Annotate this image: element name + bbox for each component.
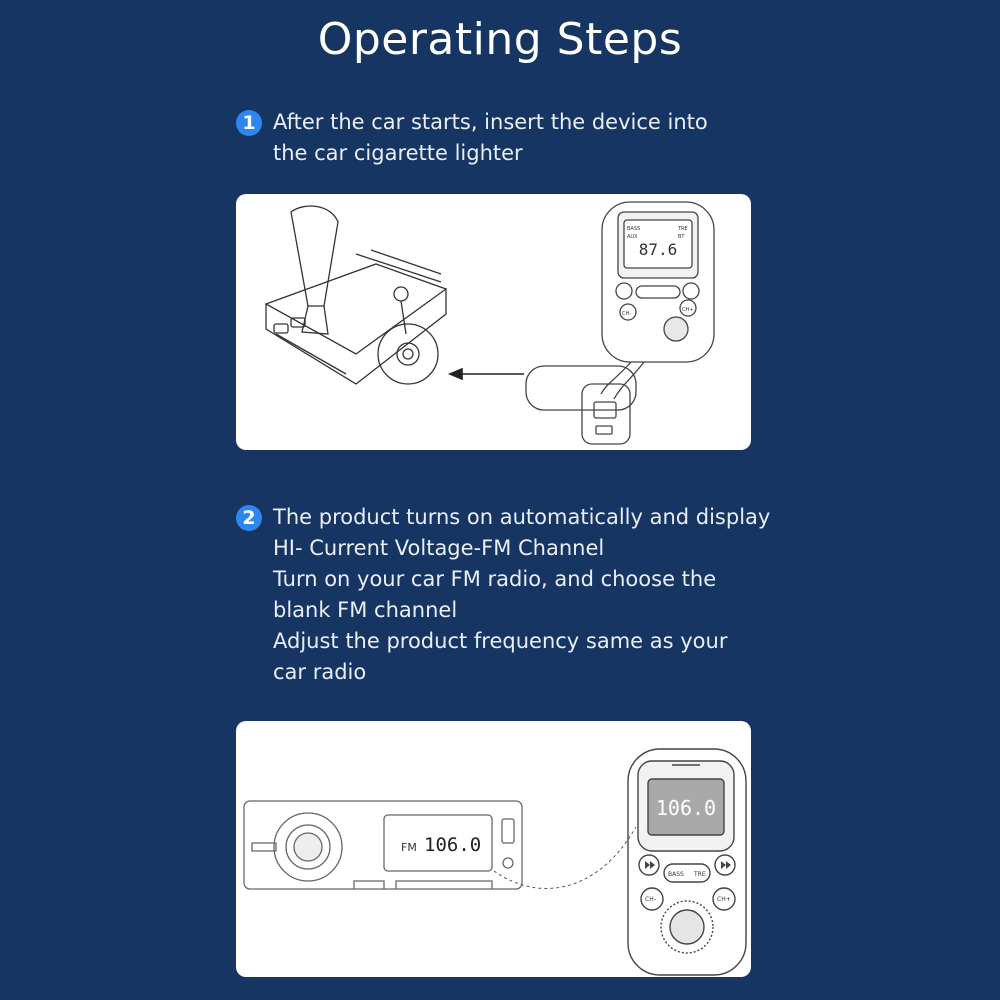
arrow-left-icon — [447, 367, 524, 381]
device-label: BASS — [668, 871, 684, 878]
device-label: AUX — [627, 234, 638, 240]
step-text-line: car radio — [273, 660, 367, 684]
device-frequency-display: 106.0 — [656, 796, 716, 820]
step-number-badge: 1 — [236, 110, 262, 136]
device-label: TRE — [693, 871, 706, 878]
console-outline — [264, 263, 448, 355]
step-text-line: The product turns on automatically and d… — [273, 505, 771, 529]
illustration-card-tune-frequency: FM 106.0 106.0 BASS TRE CH- CH+ — [236, 721, 751, 977]
previous-track-icon — [645, 861, 655, 869]
device-label: CH+ — [682, 307, 693, 313]
step-text-line: the car cigarette lighter — [273, 141, 523, 165]
step-text-line: Adjust the product frequency same as you… — [273, 629, 728, 653]
device-label: BT — [678, 234, 685, 240]
step-number-badge: 2 — [236, 505, 262, 531]
radio-band-label: FM — [401, 841, 417, 854]
device-label: CH+ — [717, 896, 731, 903]
fm-transmitter-device — [525, 201, 715, 445]
insert-device-illustration: 87.6 BASS AUX TRE BT CH- CH+ — [264, 201, 715, 445]
car-radio-unit — [243, 800, 523, 890]
page-title: Operating Steps — [317, 14, 683, 65]
device-label: TRE — [677, 226, 688, 232]
dashed-connector — [493, 826, 637, 889]
next-track-icon — [721, 861, 731, 869]
socket-zoom-circle — [377, 323, 439, 385]
fm-transmitter-device — [627, 748, 747, 976]
step-text-line: After the car starts, insert the device … — [273, 110, 708, 134]
step-text-line: blank FM channel — [273, 598, 458, 622]
device-label: BASS — [627, 226, 640, 232]
device-label: CH- — [645, 896, 656, 903]
tune-frequency-illustration: FM 106.0 106.0 BASS TRE CH- CH+ — [243, 748, 747, 976]
device-control-icons — [645, 861, 731, 869]
illustration-card-insert-device: 87.6 BASS AUX TRE BT CH- CH+ — [236, 194, 751, 450]
device-display-frequency: 87.6 — [639, 240, 678, 259]
step-text-line: Turn on your car FM radio, and choose th… — [273, 567, 717, 591]
device-label: CH- — [622, 311, 631, 317]
gear-knob — [290, 205, 339, 307]
step-text-line: HI- Current Voltage-FM Channel — [273, 536, 605, 560]
radio-frequency-display: 106.0 — [424, 834, 481, 856]
